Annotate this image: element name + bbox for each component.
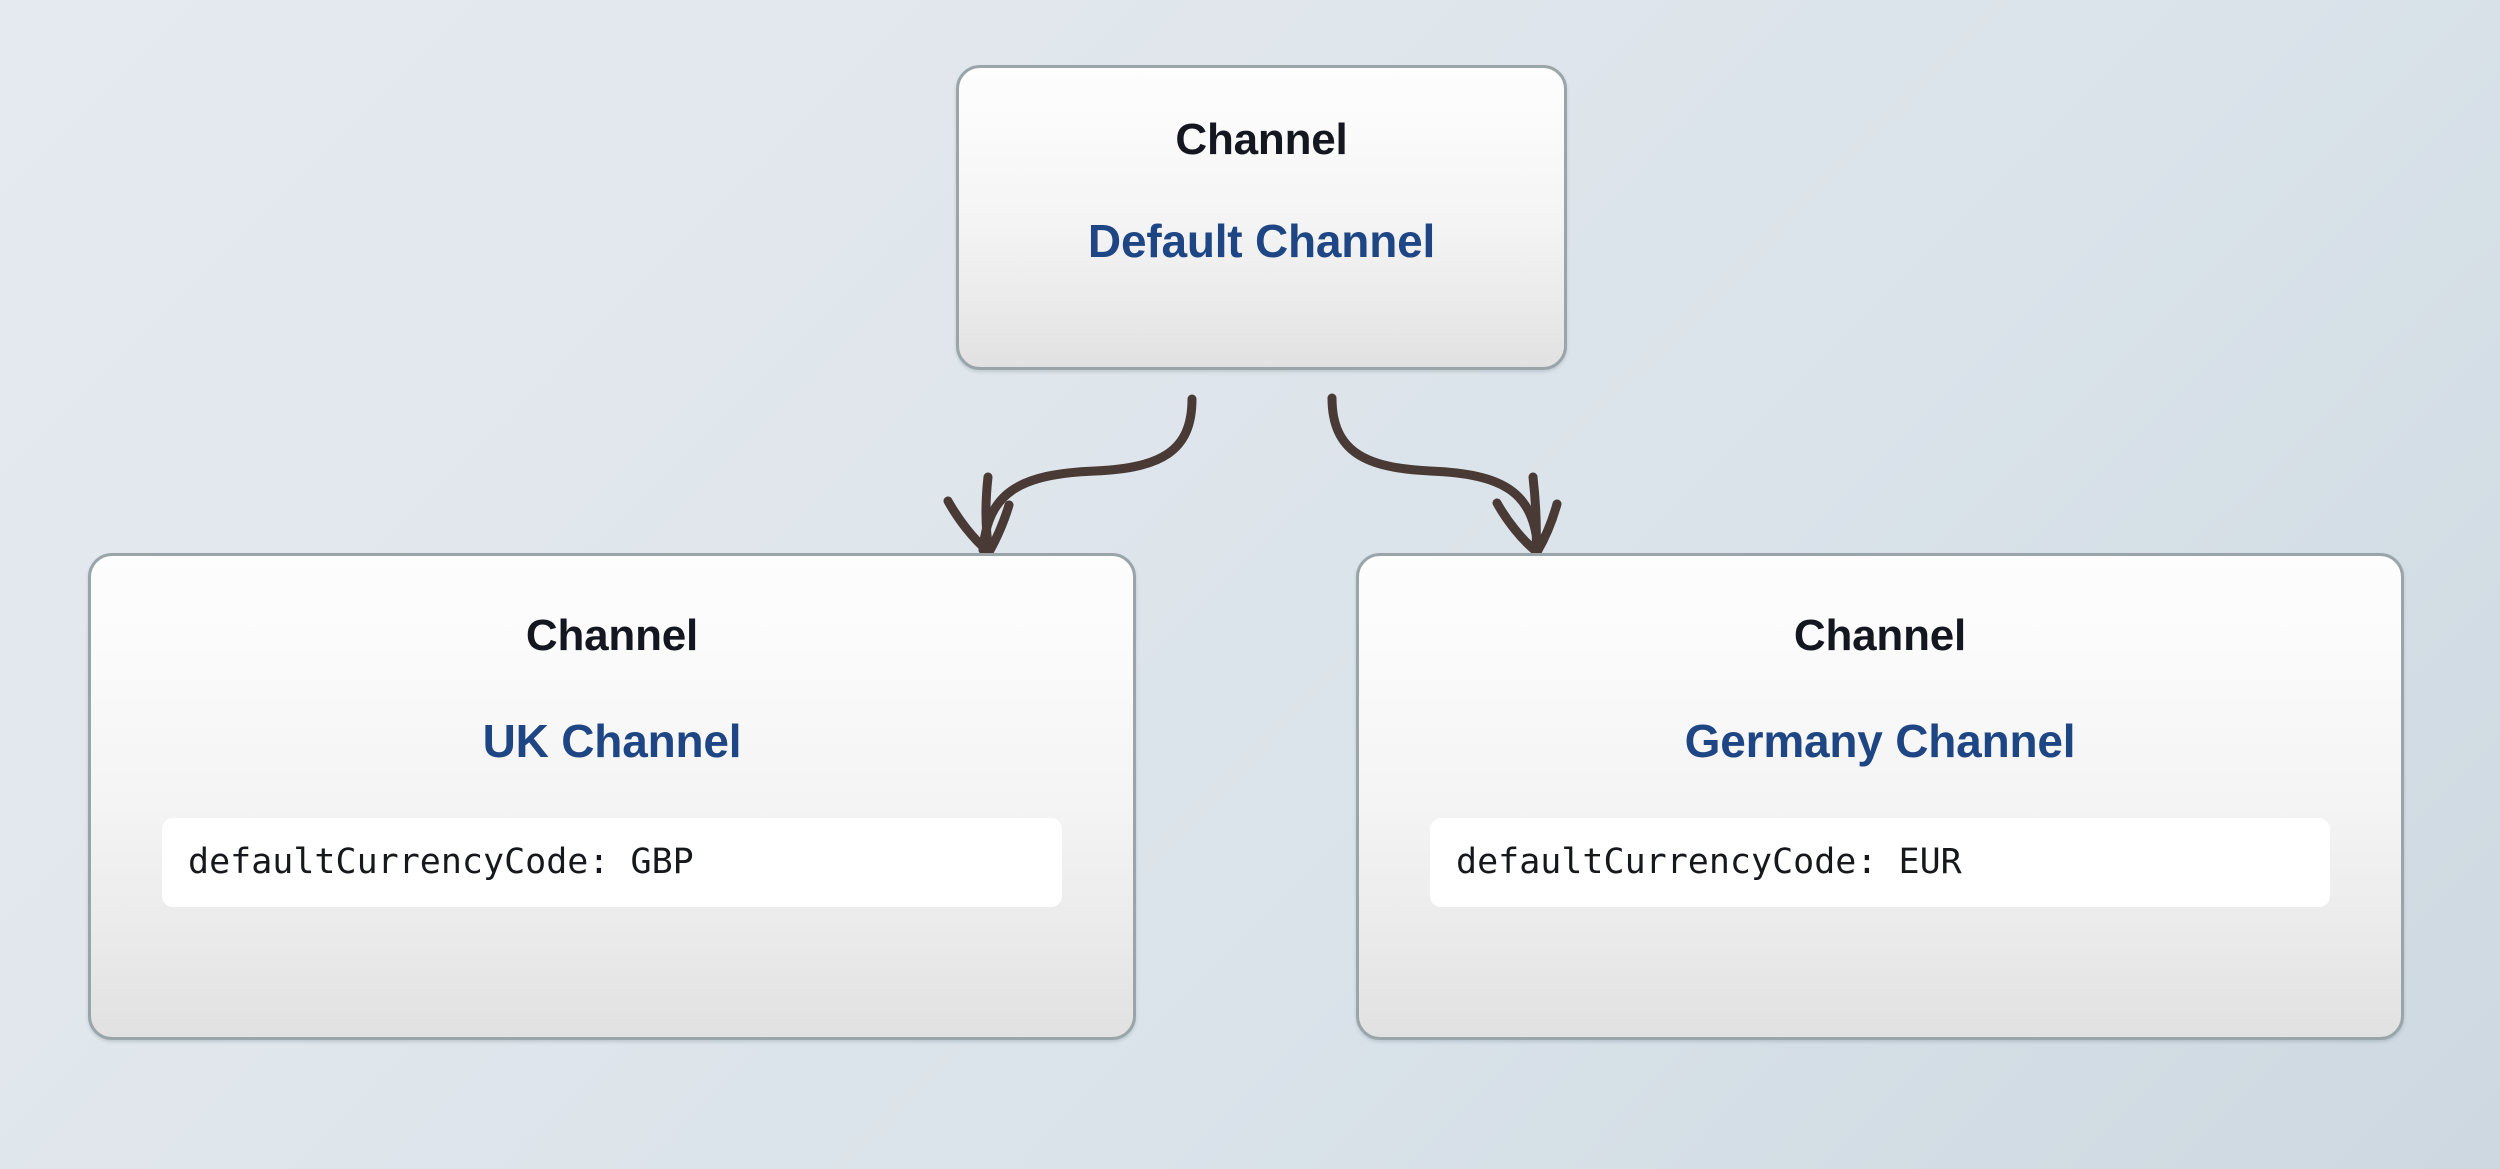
node-property-default-currency-code: defaultCurrencyCode: GBP — [162, 818, 1062, 907]
node-property-default-currency-code: defaultCurrencyCode: EUR — [1430, 818, 2330, 907]
node-type-label: Channel — [525, 611, 699, 660]
node-name-label: UK Channel — [482, 715, 742, 767]
node-type-label: Channel — [1175, 115, 1348, 164]
node-default-channel[interactable]: Channel Default Channel — [956, 65, 1567, 370]
edge-root-to-uk — [943, 394, 1197, 557]
node-type-label: Channel — [1793, 611, 1967, 660]
node-name-label: Default Channel — [1087, 215, 1436, 267]
edge-root-to-de — [1327, 393, 1562, 557]
node-uk-channel[interactable]: Channel UK Channel defaultCurrencyCode: … — [88, 553, 1136, 1040]
node-name-label: Germany Channel — [1684, 715, 2076, 767]
node-germany-channel[interactable]: Channel Germany Channel defaultCurrencyC… — [1356, 553, 2404, 1040]
